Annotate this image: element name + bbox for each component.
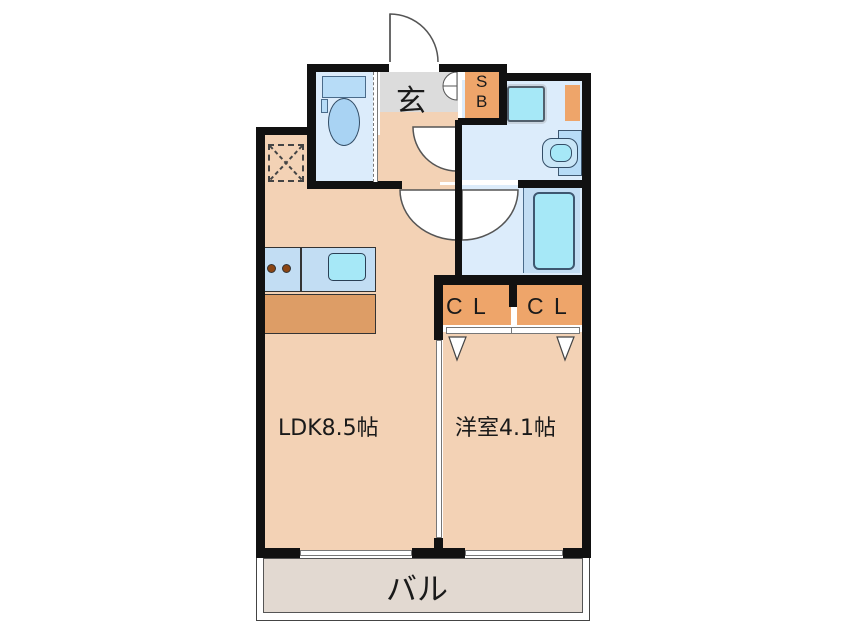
- wash-basin-icon: [542, 138, 578, 168]
- closet-left-label: C L: [446, 293, 488, 319]
- closet-right: [517, 285, 583, 325]
- window-western[interactable]: [465, 550, 563, 556]
- closet-left: [443, 285, 511, 325]
- refrigerator-space: [268, 144, 304, 182]
- wall-top-entrance-right: [439, 64, 507, 72]
- bathtub-icon: [533, 192, 575, 270]
- stove-burner-icon: [267, 264, 276, 273]
- toilet-sliding-door[interactable]: [373, 72, 378, 182]
- wall-wash-bottom: [518, 180, 586, 188]
- kitchen-sink-icon: [328, 253, 366, 281]
- western-room-floor: [443, 332, 582, 550]
- toilet-handle: [321, 99, 328, 113]
- kitchen-counter-wood: [264, 294, 376, 334]
- wall-bottom-left: [256, 548, 300, 558]
- wall-ldk-top: [256, 127, 308, 135]
- shoe-box-label-b: B: [476, 92, 488, 111]
- stove-burner-icon: [282, 264, 291, 273]
- wall-toilet-left: [307, 64, 316, 189]
- wall-sb-bottom: [458, 118, 507, 125]
- washing-machine-icon: [507, 86, 545, 122]
- entrance-label: 玄: [396, 84, 426, 119]
- wall-washroom-top: [499, 73, 591, 81]
- wall-bottom-right: [563, 548, 591, 558]
- wall-closet-divider: [509, 285, 517, 307]
- closet-door-track-split: [511, 327, 512, 334]
- window-ldk[interactable]: [300, 550, 412, 556]
- wall-hall-divider: [455, 120, 462, 285]
- toilet-bowl-icon: [328, 98, 360, 146]
- balcony-label: バル: [386, 572, 448, 608]
- closet-right-label: C L: [527, 293, 569, 319]
- sliding-door-partition[interactable]: [436, 340, 442, 538]
- stove-divider: [300, 247, 302, 292]
- wall-sb-right: [499, 64, 507, 124]
- wall-top-toilet: [307, 64, 389, 72]
- wall-closet-top: [434, 275, 586, 285]
- wall-right: [582, 73, 591, 558]
- ldk-label: LDK8.5帖: [278, 416, 379, 441]
- wall-toilet-bottom: [307, 181, 402, 189]
- wall-closet-left: [434, 275, 443, 340]
- balcony-outline: [256, 556, 590, 621]
- shoe-box: [465, 72, 499, 120]
- shoe-box-label-s: S: [476, 72, 488, 91]
- basin-bowl: [550, 144, 572, 162]
- wall-bottom-mid: [412, 548, 465, 558]
- toilet-tank: [322, 76, 366, 98]
- closet-door-track: [446, 327, 580, 334]
- western-room-label: 洋室4.1帖: [455, 416, 556, 441]
- balcony-floor: [263, 558, 583, 613]
- wall-left: [256, 127, 265, 558]
- washroom-shelf: [565, 85, 580, 121]
